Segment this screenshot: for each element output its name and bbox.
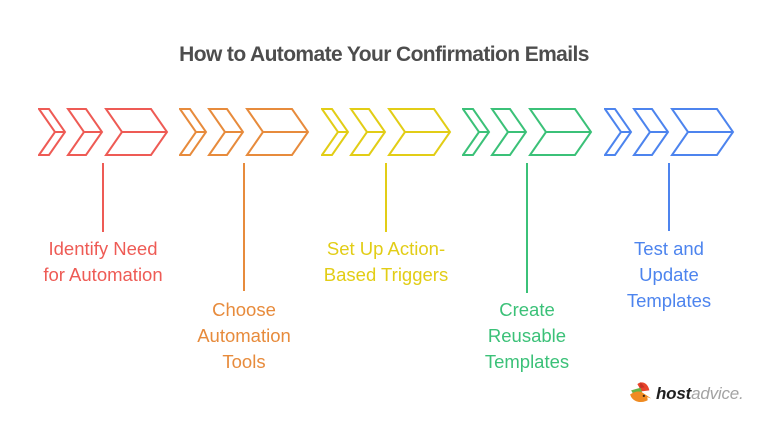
page-title: How to Automate Your Confirmation Emails bbox=[179, 43, 589, 66]
step-label: Set Up Action- Based Triggers bbox=[323, 238, 449, 285]
step-group: Set Up Action- Based Triggers bbox=[321, 0, 452, 437]
connector-line bbox=[243, 163, 245, 291]
connector-line bbox=[385, 163, 387, 232]
logo-text-light: advice. bbox=[691, 383, 744, 403]
connector-line bbox=[668, 163, 670, 231]
connector-line bbox=[526, 163, 528, 293]
logo-text-bold: host bbox=[656, 383, 692, 403]
step-label: Test and Update Templates bbox=[626, 238, 712, 311]
connector-line bbox=[102, 163, 104, 232]
step-label: Identify Need for Automation bbox=[43, 238, 163, 285]
step-label: Create Reusable Templates bbox=[484, 299, 570, 372]
chevron-arrows-icon bbox=[321, 108, 452, 156]
chevron-arrows-icon bbox=[38, 108, 169, 156]
chevron-arrows-icon bbox=[604, 108, 735, 156]
step-group: Create Reusable Templates bbox=[462, 0, 593, 437]
step-group: Identify Need for Automation bbox=[38, 0, 169, 437]
hostadvice-mascot-icon bbox=[630, 382, 652, 403]
chevron-arrows-icon bbox=[179, 108, 310, 156]
step-group: Test and Update Templates bbox=[604, 0, 735, 437]
step-label: Choose Automation Tools bbox=[197, 299, 291, 372]
hostadvice-logo: hostadvice. bbox=[628, 381, 744, 406]
logo-text: hostadvice. bbox=[656, 384, 744, 404]
chevron-arrows-icon bbox=[462, 108, 593, 156]
step-group: Choose Automation Tools bbox=[179, 0, 310, 437]
